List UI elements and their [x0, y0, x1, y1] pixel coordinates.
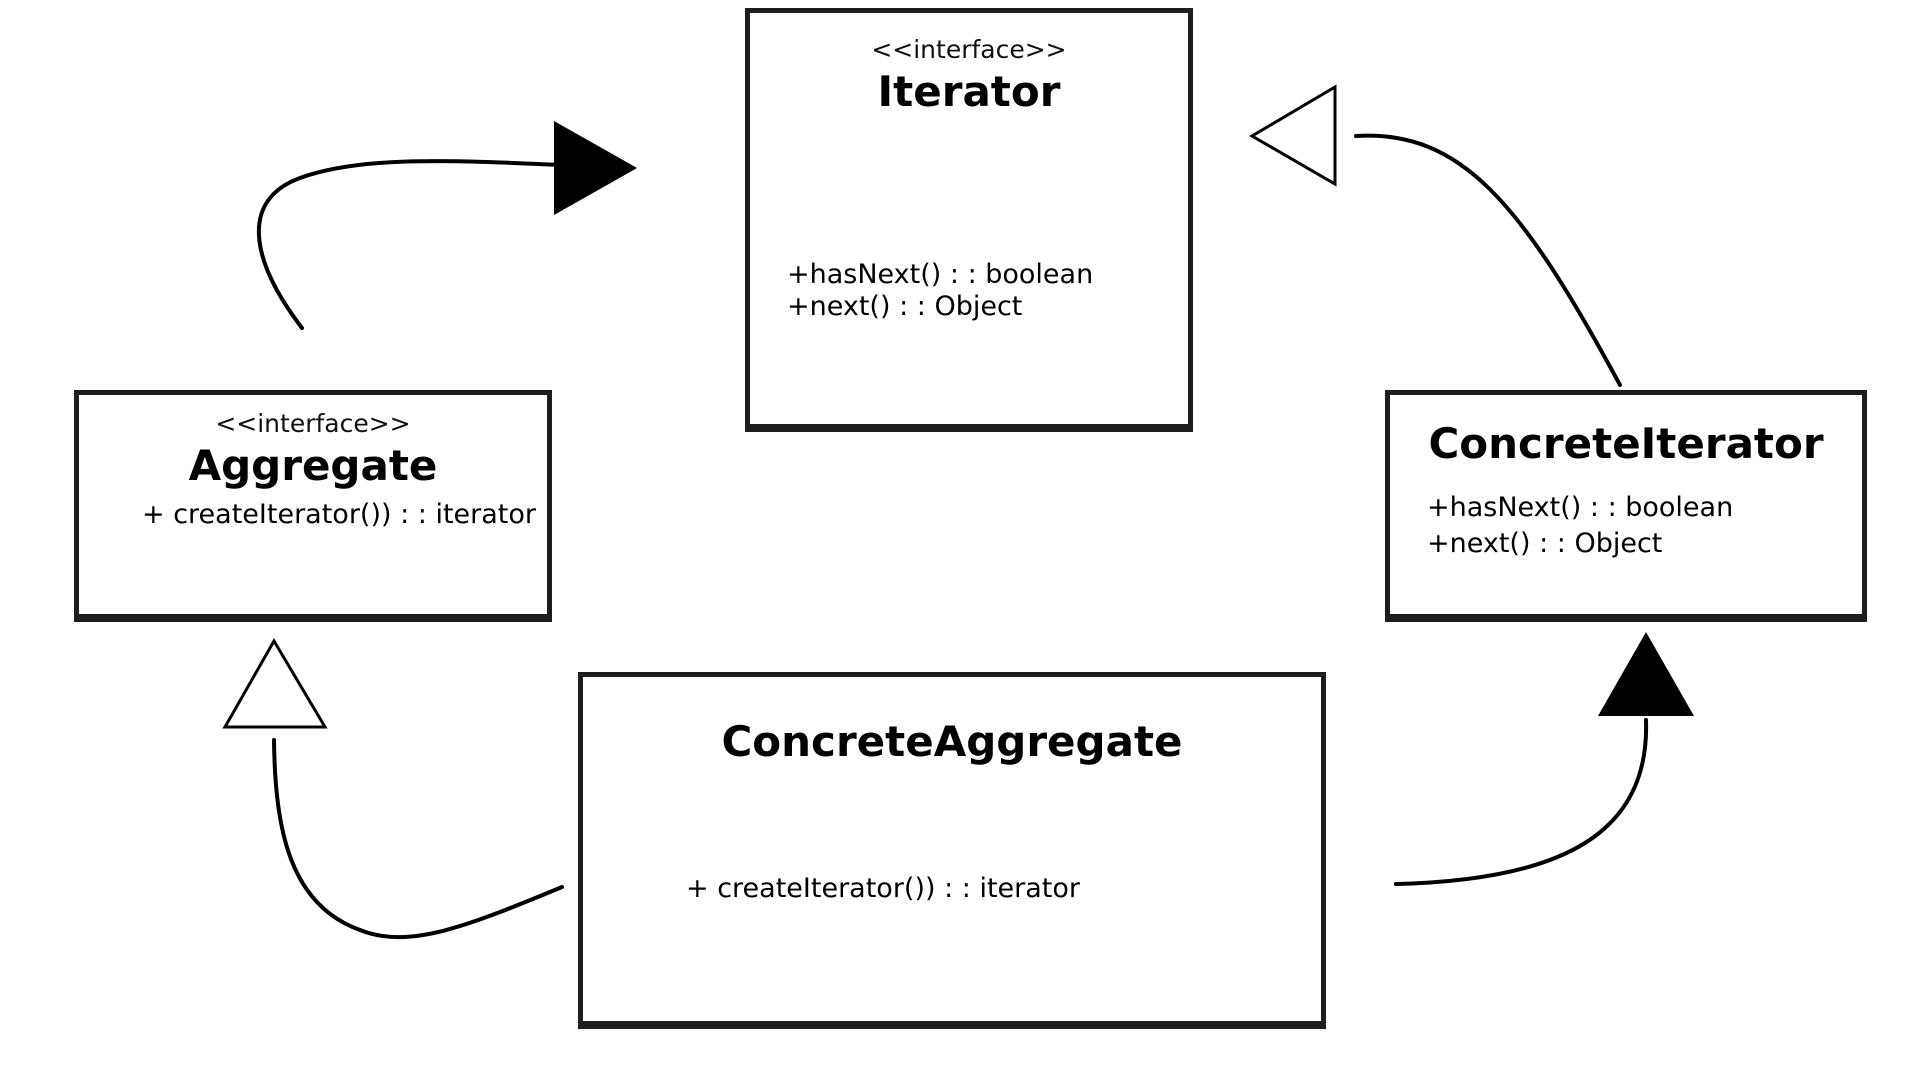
iterator-op-hasnext: +hasNext() : : boolean [787, 259, 1094, 290]
concreteaggregate-class-name: ConcreteAggregate [721, 717, 1183, 766]
aggregate-class-box: <<interface>> Aggregate + createIterator… [74, 390, 552, 622]
iterator-class-box: <<interface>> Iterator +hasNext() : : bo… [745, 8, 1193, 432]
concreteaggregate-to-aggregate-triangle [222, 638, 328, 729]
concreteiterator-to-iterator-line [1354, 133, 1622, 387]
iterator-class-name: Iterator [877, 67, 1061, 116]
concreteiterator-to-iterator-triangle [1249, 84, 1337, 187]
concreteaggregate-to-aggregate-line [272, 738, 564, 940]
concreteaggregate-to-concreteiterator-line [1394, 718, 1649, 886]
aggregate-class-name: Aggregate [188, 441, 438, 490]
aggregate-op-createiterator: + createIterator()) : : iterator [142, 499, 537, 530]
iterator-stereotype: <<interface>> [871, 35, 1067, 64]
concreteiterator-op-hasnext: +hasNext() : : boolean [1427, 492, 1734, 523]
aggregate-to-iterator-arrowhead [554, 121, 637, 215]
concreteiterator-class-box: ConcreteIterator +hasNext() : : boolean … [1385, 390, 1867, 622]
concreteaggregate-class-box: ConcreteAggregate + createIterator()) : … [578, 672, 1326, 1029]
aggregate-stereotype: <<interface>> [215, 409, 411, 438]
aggregate-to-iterator-line [256, 159, 562, 330]
iterator-op-next: +next() : : Object [787, 291, 1023, 322]
concreteiterator-class-name: ConcreteIterator [1428, 419, 1824, 468]
concreteaggregate-to-concreteiterator-arrowhead [1598, 632, 1694, 716]
concreteaggregate-op-createiterator: + createIterator()) : : iterator [686, 873, 1081, 904]
concreteiterator-op-next: +next() : : Object [1427, 528, 1663, 559]
